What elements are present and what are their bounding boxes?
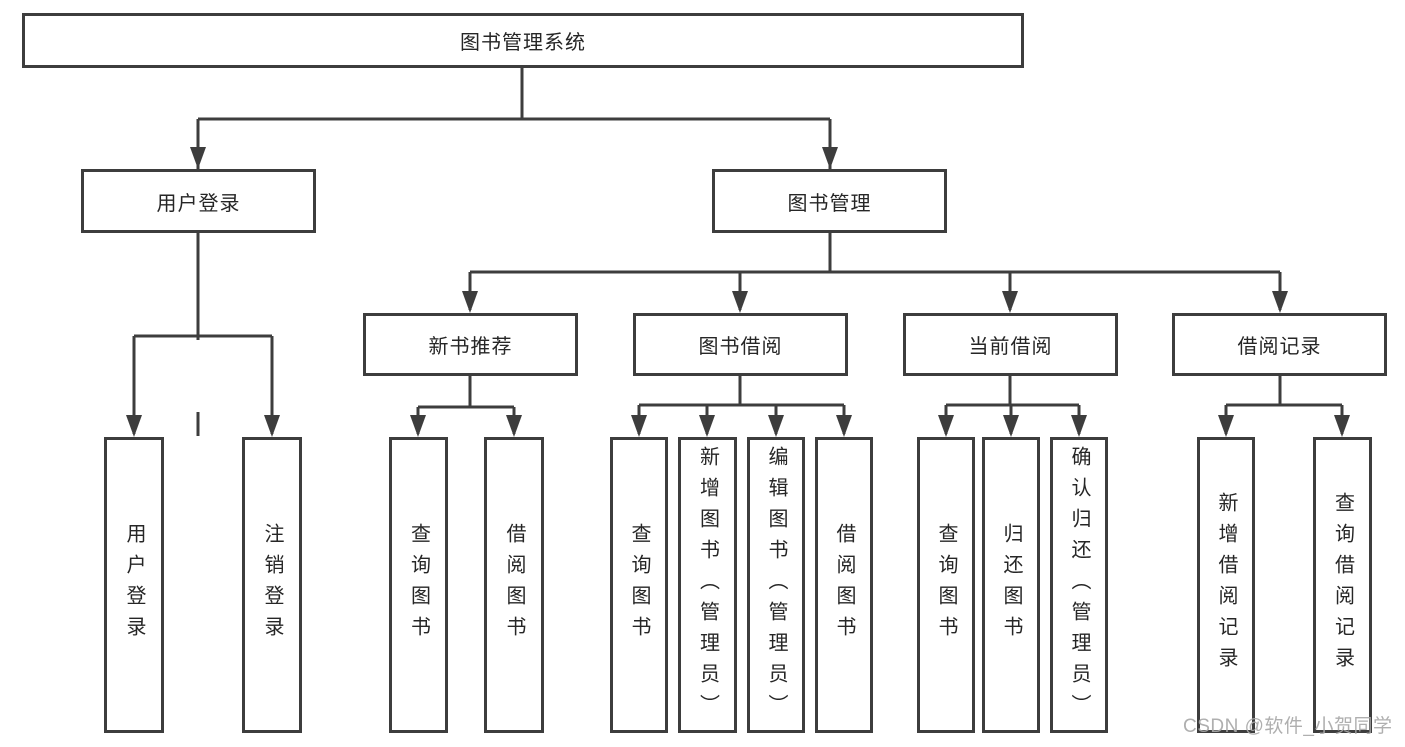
leaf-add-borrow-record: 新增借阅记录 [1197,437,1255,733]
leaf-edit-books-admin: 编辑图书（管理员） [747,437,805,733]
node-borrow-records-label: 借阅记录 [1237,336,1322,358]
leaf-return-books: 归还图书 [982,437,1040,733]
node-book-borrow: 图书借阅 [633,313,848,376]
node-book-management-label: 图书管理 [787,192,872,215]
connector-current-borrow-children [944,376,1081,434]
leaf-borrow-books-label: 借阅图书 [833,523,855,647]
node-book-management: 图书管理 [712,169,947,233]
leaf-add-borrow-record-label: 新增借阅记录 [1215,492,1237,678]
leaf-query-books-current: 查询图书 [917,437,975,733]
leaf-query-books-recommend: 查询图书 [389,437,448,733]
leaf-edit-books-admin-label: 编辑图书（管理员） [765,445,787,725]
node-current-borrow: 当前借阅 [903,313,1118,376]
leaf-query-borrow-record: 查询借阅记录 [1313,437,1372,733]
connector-borrow-records-children [1224,376,1344,434]
leaf-logout: 注销登录 [242,437,302,733]
leaf-user-login: 用户登录 [104,437,164,733]
leaf-logout-label: 注销登录 [261,523,283,647]
node-new-book-recommend-label: 新书推荐 [428,336,513,358]
connector-root-to-level2 [196,68,832,436]
node-new-book-recommend: 新书推荐 [363,313,578,376]
leaf-borrow-books: 借阅图书 [815,437,873,733]
node-book-borrow-label: 图书借阅 [698,336,783,358]
leaf-add-books-admin: 新增图书（管理员） [678,437,737,733]
connector-user-login-children [132,233,274,434]
leaf-user-login-label: 用户登录 [123,523,145,647]
leaf-query-books-borrow: 查询图书 [610,437,668,733]
leaf-borrow-books-recommend-label: 借阅图书 [503,523,525,647]
connector-book-borrow-children [637,376,846,434]
leaf-confirm-return-admin-label: 确认归还（管理员） [1068,445,1090,725]
node-user-login: 用户登录 [81,169,316,233]
leaf-confirm-return-admin: 确认归还（管理员） [1050,437,1108,733]
node-root: 图书管理系统 [22,13,1024,68]
csdn-watermark: CSDN @软件_小贺同学 [1183,716,1393,737]
node-borrow-records: 借阅记录 [1172,313,1387,376]
connector-new-book-recommend-children [416,376,516,434]
leaf-query-books-recommend-label: 查询图书 [407,523,430,647]
leaf-borrow-books-recommend: 借阅图书 [484,437,544,733]
node-root-label: 图书管理系统 [460,32,586,54]
leaf-query-borrow-record-label: 查询借阅记录 [1331,492,1354,678]
leaf-add-books-admin-label: 新增图书（管理员） [696,445,719,725]
leaf-query-books-borrow-label: 查询图书 [628,523,650,647]
node-user-login-label: 用户登录 [156,192,241,215]
leaf-return-books-label: 归还图书 [1000,523,1022,647]
node-current-borrow-label: 当前借阅 [968,336,1053,358]
leaf-query-books-current-label: 查询图书 [935,523,957,647]
connector-book-management-children [468,233,1282,310]
